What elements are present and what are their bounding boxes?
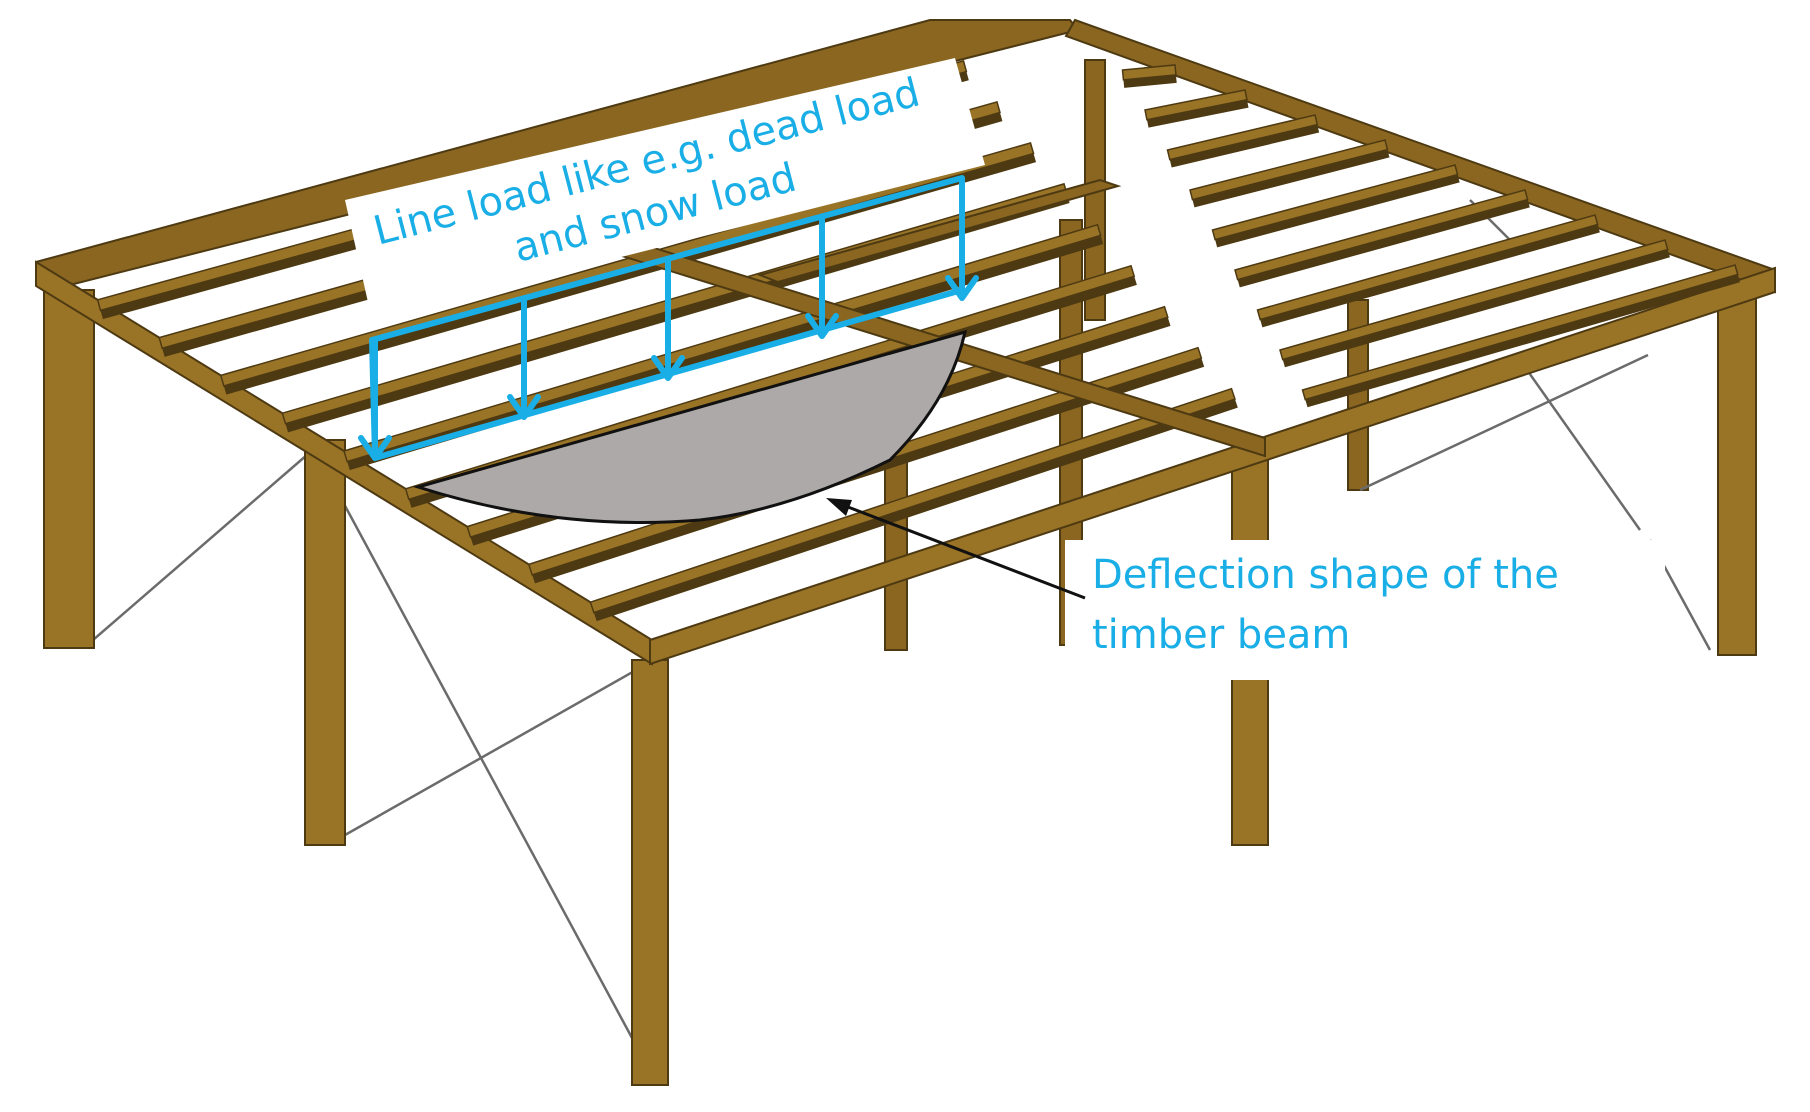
joist (1234, 189, 1529, 281)
joist-side (1305, 274, 1740, 408)
arrow-head-icon (507, 394, 541, 420)
diagonal-braces (92, 199, 1712, 1063)
load-arrows (358, 178, 979, 461)
post-right-corner (1717, 289, 1757, 656)
post-back-right-far (884, 459, 908, 651)
post-front-corner (631, 659, 669, 1086)
joist-side (1282, 249, 1670, 368)
joist-side (1169, 124, 1320, 168)
arrow-head-icon (358, 435, 392, 461)
joist-side (1192, 149, 1390, 208)
joist-side (1260, 224, 1600, 328)
arrow-head-icon (826, 498, 852, 516)
joist-side (1146, 99, 1249, 128)
right-bay-joists (1121, 64, 1740, 408)
joist-side (1237, 199, 1530, 288)
deflection-annotation: Deflection shape of the timber beam (826, 498, 1665, 680)
deflection-label-line1: Deflection shape of the (1092, 552, 1559, 598)
cross-girder (756, 178, 1122, 284)
brace (1518, 359, 1642, 531)
front-right-rim-beam (649, 266, 1776, 666)
arrow-head-icon (651, 355, 685, 381)
deflection-shape (412, 329, 968, 524)
arrow-head-icon (805, 313, 839, 339)
load-label-box (345, 58, 985, 320)
brace (92, 447, 316, 641)
post-front-left-inner (304, 439, 346, 846)
deflection-curve (412, 329, 968, 524)
joist-side (593, 399, 1238, 622)
brace (1359, 353, 1649, 492)
arrow-head-icon (945, 275, 979, 301)
deflection-label-box (1065, 540, 1665, 680)
brace (344, 663, 646, 837)
joist-side (1123, 74, 1177, 88)
deflection-label-line2: timber beam (1092, 612, 1350, 658)
post-front-left (43, 289, 95, 649)
brace (328, 477, 647, 1063)
deflection-leader-line (834, 500, 1086, 600)
joist-side (1215, 174, 1460, 248)
